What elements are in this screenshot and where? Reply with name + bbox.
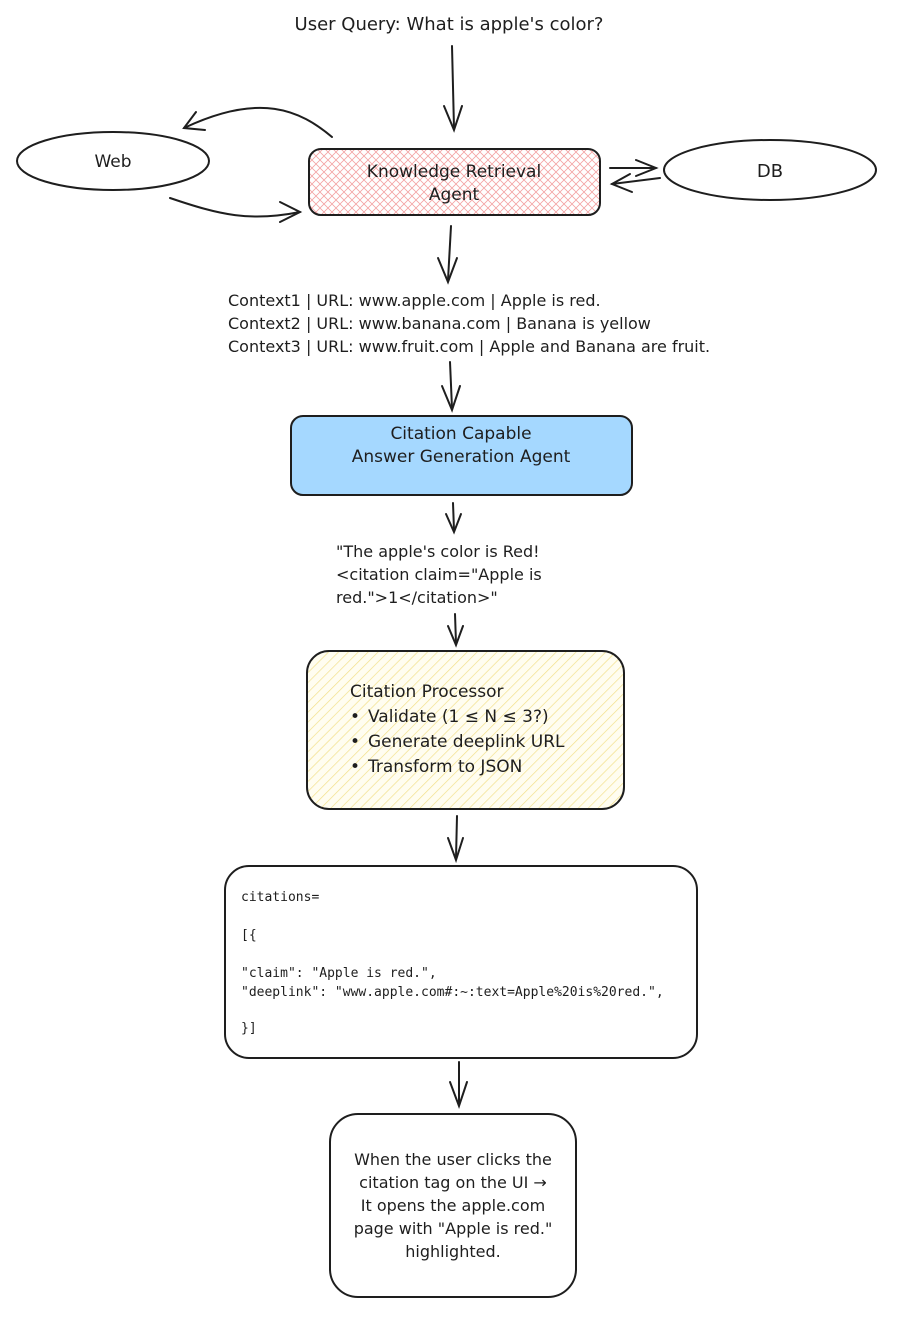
processor-bullet-1: • (350, 707, 360, 727)
json-line-2: [{ (241, 928, 257, 943)
answer-gen-label-line1: Citation Capable (390, 424, 531, 444)
arrow-db-to-retrieval (609, 173, 661, 193)
arrow-query-to-retrieval (443, 45, 463, 133)
db-label: DB (757, 161, 783, 182)
json-line-4: "deeplink": "www.apple.com#:~:text=Apple… (241, 985, 664, 1000)
context-line-2: Context2 | URL: www.banana.com | Banana … (228, 314, 651, 333)
context-line-1: Context1 | URL: www.apple.com | Apple is… (228, 291, 601, 310)
arrow-web-to-retrieval (169, 197, 303, 223)
final-line-2: citation tag on the UI → (359, 1173, 547, 1192)
arrow-retrieval-to-db (609, 159, 659, 177)
db-node[interactable]: DB (663, 139, 877, 201)
arrow-contexts-to-answer (441, 361, 461, 413)
arrow-processor-to-json (447, 815, 464, 864)
processor-title: Citation Processor (350, 682, 504, 702)
citation-processor-node[interactable]: Citation Processor • Validate (1 ≤ N ≤ 3… (306, 650, 625, 810)
arrow-retrieval-to-web (182, 106, 333, 138)
final-behavior-node[interactable]: When the user clicks the citation tag on… (329, 1113, 577, 1298)
retrieval-agent-node[interactable]: Knowledge Retrieval Agent (308, 148, 601, 216)
processor-bullet-2: • (350, 732, 360, 752)
context-line-3: Context3 | URL: www.fruit.com | Apple an… (228, 337, 710, 356)
answer-output-line-2: <citation claim="Apple is (336, 565, 542, 584)
final-line-1: When the user clicks the (354, 1150, 552, 1169)
processor-item-2: Generate deeplink URL (368, 732, 565, 752)
answer-output-line-3: red.">1</citation>" (336, 588, 498, 607)
arrow-json-to-final (449, 1061, 468, 1109)
answer-output-block: "The apple's color is Red! <citation cla… (336, 542, 542, 607)
final-line-4: page with "Apple is red." (354, 1219, 553, 1238)
json-line-3: "claim": "Apple is red.", (241, 966, 437, 981)
arrow-retrieval-to-contexts (437, 225, 458, 285)
processor-bullet-3: • (350, 757, 360, 777)
web-node[interactable]: Web (16, 131, 210, 191)
final-line-3: It opens the apple.com (361, 1196, 545, 1215)
arrow-output-to-processor (447, 613, 464, 648)
json-line-5: }] (241, 1021, 257, 1036)
answer-output-line-1: "The apple's color is Red! (336, 542, 540, 561)
json-output-node[interactable]: citations= [{ "claim": "Apple is red.", … (224, 865, 698, 1059)
web-label: Web (94, 152, 131, 172)
arrow-answer-to-output (445, 502, 462, 535)
final-line-5: highlighted. (405, 1242, 500, 1261)
processor-item-1: Validate (1 ≤ N ≤ 3?) (368, 707, 549, 727)
user-query-text: User Query: What is apple's color? (295, 14, 604, 35)
processor-item-3: Transform to JSON (367, 757, 522, 777)
answer-gen-label-line2: Answer Generation Agent (352, 447, 571, 467)
answer-generation-agent-node[interactable]: Citation Capable Answer Generation Agent (290, 415, 633, 496)
retrieval-label-line1: Knowledge Retrieval (367, 162, 541, 182)
retrieval-label-line2: Agent (429, 185, 480, 205)
contexts-block: Context1 | URL: www.apple.com | Apple is… (228, 291, 710, 356)
json-line-1: citations= (241, 890, 319, 905)
